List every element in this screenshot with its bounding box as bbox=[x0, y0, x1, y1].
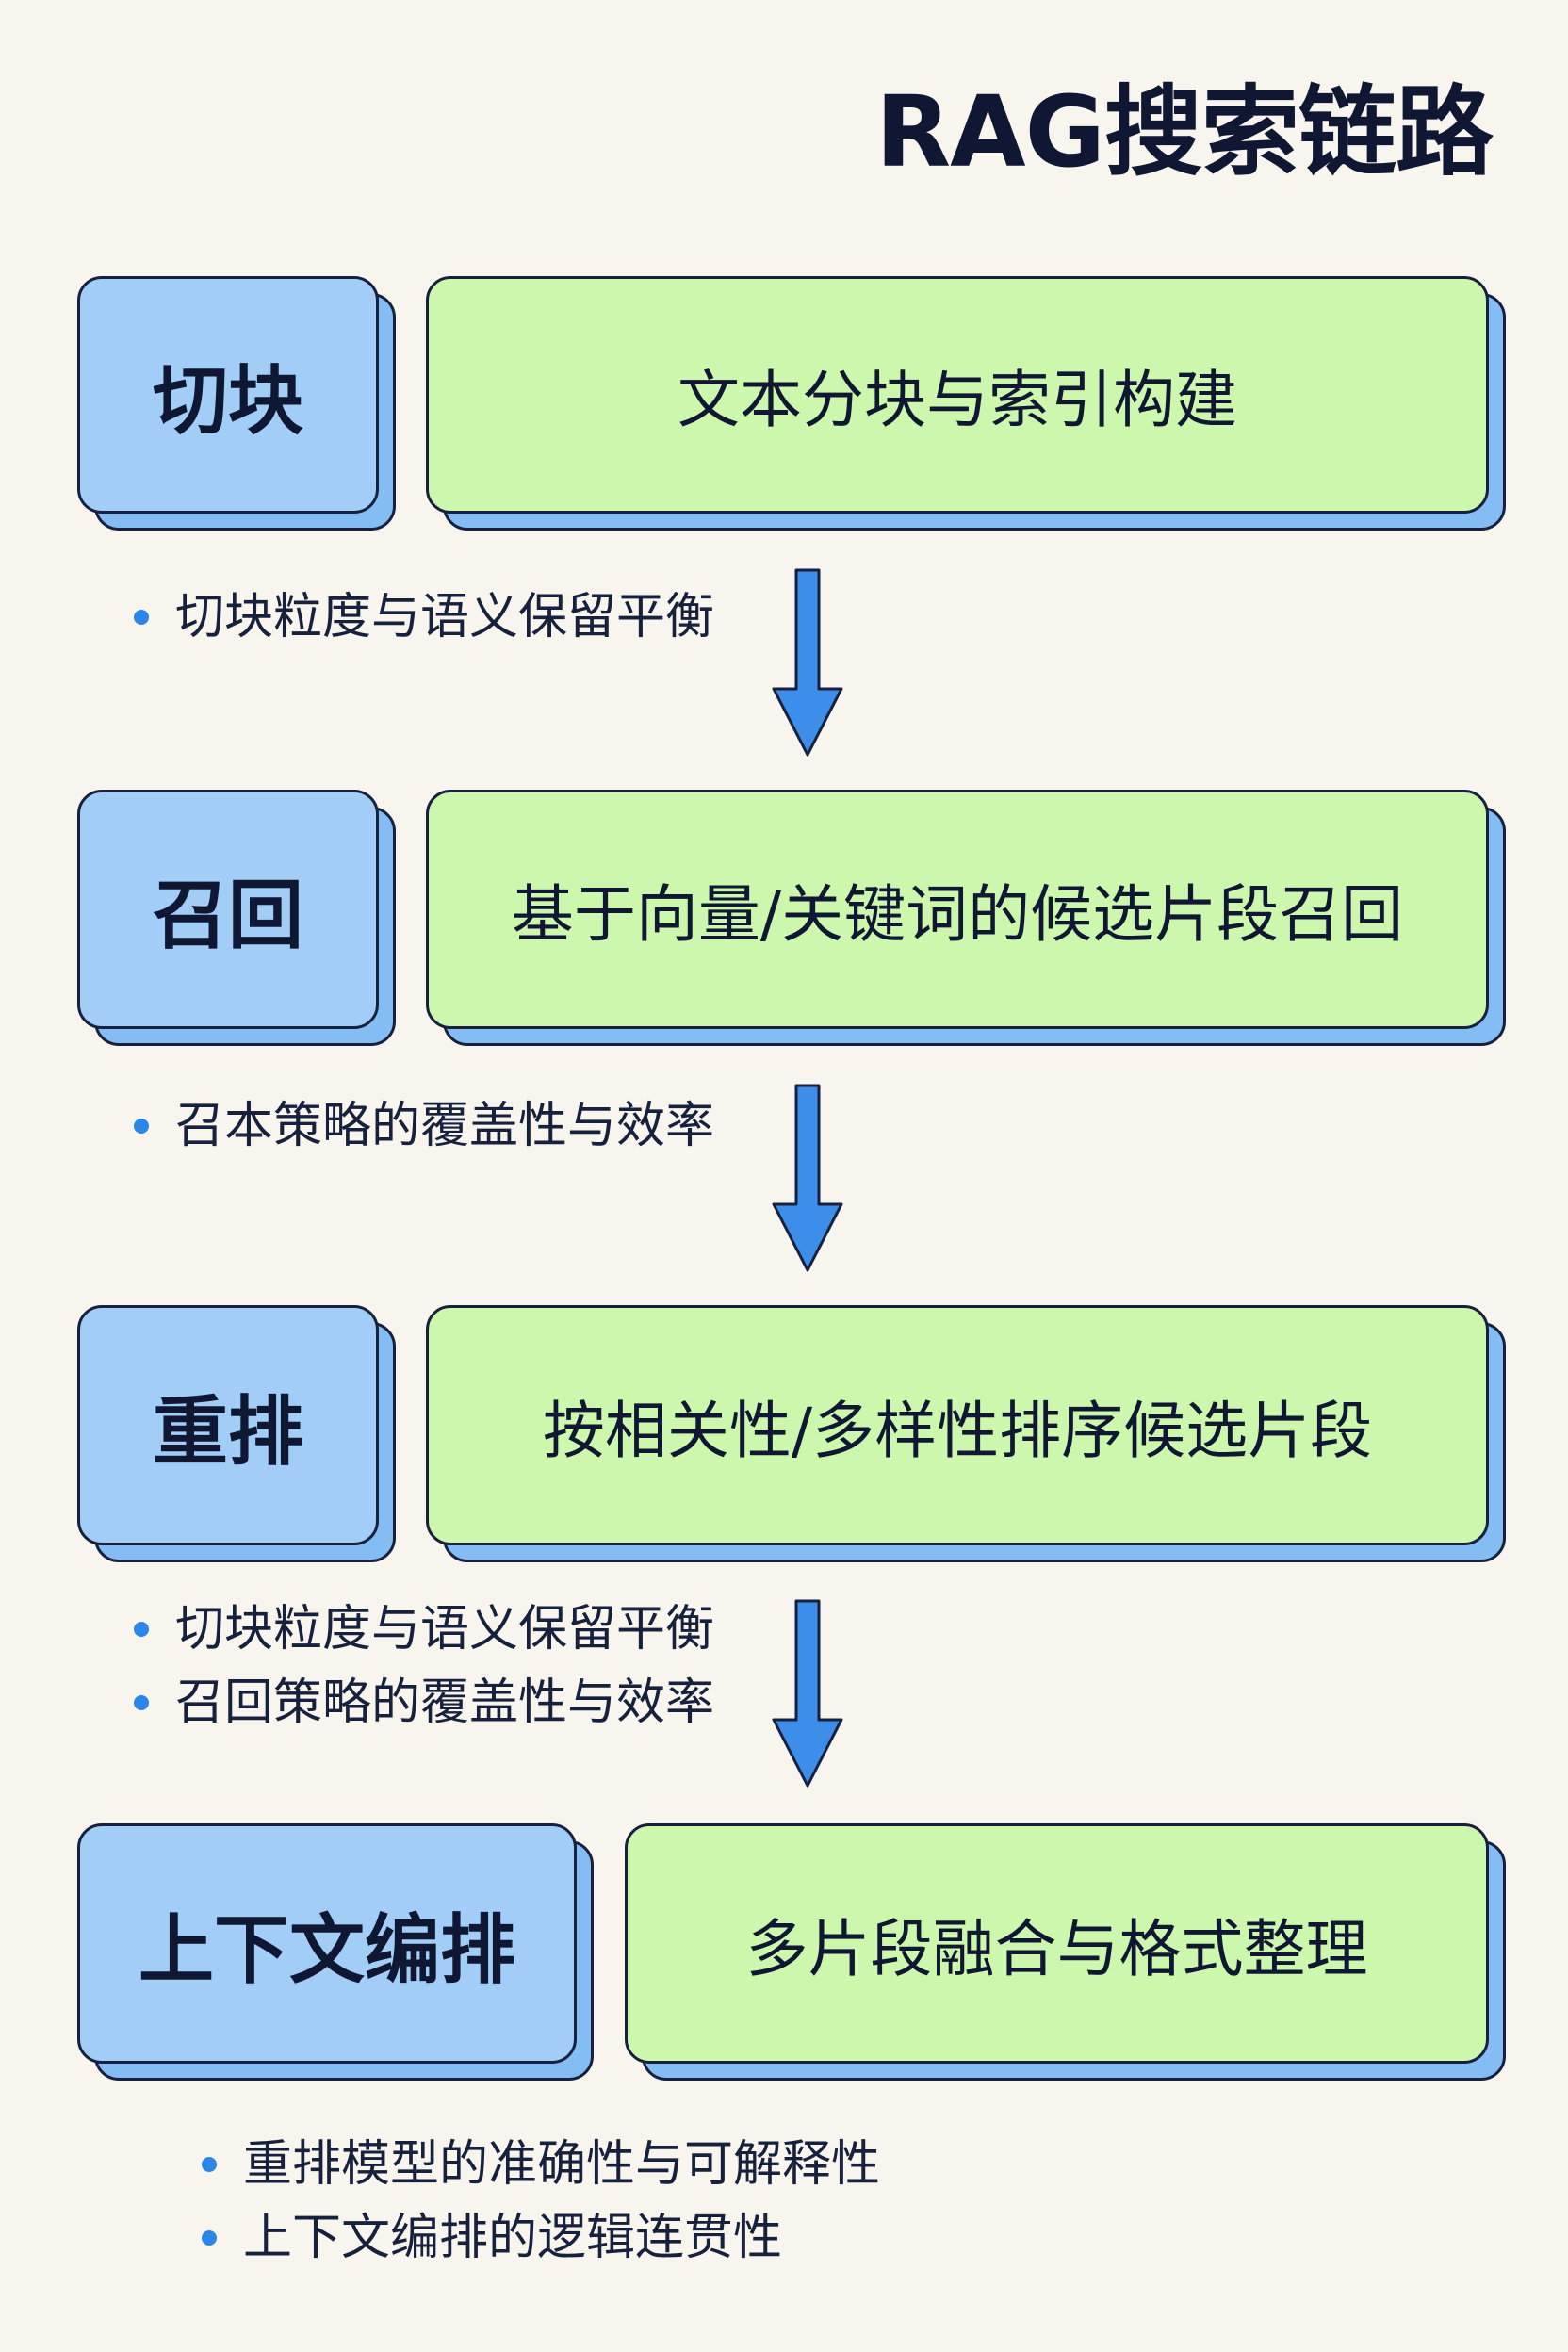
step-label: 切块 bbox=[153, 357, 303, 445]
step-label-box: 切块 bbox=[77, 276, 379, 514]
step-description-box: 文本分块与索引构建 bbox=[426, 276, 1489, 514]
arrow-down-icon bbox=[772, 1599, 843, 1788]
arrow-down-icon bbox=[772, 1084, 843, 1272]
note-text: 切块粒度与语义保留平衡 bbox=[175, 589, 715, 645]
bullet-dot-icon bbox=[202, 2230, 217, 2246]
note-item: 重排模型的准确性与可解释性 bbox=[202, 2128, 880, 2201]
note-item: 切块粒度与语义保留平衡 bbox=[134, 580, 714, 654]
note-text: 切块粒度与语义保留平衡 bbox=[175, 1601, 715, 1658]
step-description: 按相关性/多样性排序候选片段 bbox=[542, 1394, 1373, 1467]
bullet-dot-icon bbox=[134, 1622, 149, 1637]
step-label: 重排 bbox=[153, 1387, 303, 1476]
step-description: 基于向量/关键词的候选片段召回 bbox=[511, 878, 1404, 951]
note-text: 召本策略的覆盖性与效率 bbox=[175, 1098, 715, 1154]
note-item: 上下文编排的逻辑连贯性 bbox=[202, 2201, 880, 2275]
bullet-dot-icon bbox=[202, 2157, 217, 2172]
notes-list-3: 切块粒度与语义保留平衡 召回策略的覆盖性与效率 bbox=[134, 1592, 714, 1740]
step-description: 文本分块与索引构建 bbox=[678, 364, 1237, 436]
arrow-down-icon bbox=[772, 568, 843, 757]
bullet-dot-icon bbox=[134, 1695, 149, 1710]
page-title: RAG搜索链路 bbox=[875, 74, 1494, 189]
step-description: 多片段融合与格式整理 bbox=[745, 1912, 1368, 1985]
step-description-box: 基于向量/关键词的候选片段召回 bbox=[426, 790, 1489, 1029]
step-label-box: 上下文编排 bbox=[77, 1823, 577, 2064]
note-item: 切块粒度与语义保留平衡 bbox=[134, 1592, 714, 1666]
notes-list-1: 切块粒度与语义保留平衡 bbox=[134, 580, 714, 654]
note-text: 重排模型的准确性与可解释性 bbox=[243, 2136, 881, 2193]
bullet-dot-icon bbox=[134, 610, 149, 625]
note-item: 召本策略的覆盖性与效率 bbox=[134, 1089, 714, 1163]
notes-list-2: 召本策略的覆盖性与效率 bbox=[134, 1089, 714, 1163]
step-description-box: 多片段融合与格式整理 bbox=[625, 1823, 1489, 2064]
step-label: 上下文编排 bbox=[139, 1905, 515, 1994]
bullet-dot-icon bbox=[134, 1119, 149, 1134]
step-label-box: 召回 bbox=[77, 790, 379, 1029]
note-text: 召回策略的覆盖性与效率 bbox=[175, 1674, 715, 1731]
notes-list-4: 重排模型的准确性与可解释性 上下文编排的逻辑连贯性 bbox=[202, 2128, 880, 2275]
step-label-box: 重排 bbox=[77, 1305, 379, 1545]
note-text: 上下文编排的逻辑连贯性 bbox=[243, 2210, 783, 2266]
note-item: 召回策略的覆盖性与效率 bbox=[134, 1666, 714, 1740]
step-description-box: 按相关性/多样性排序候选片段 bbox=[426, 1305, 1489, 1545]
step-label: 召回 bbox=[153, 872, 303, 959]
